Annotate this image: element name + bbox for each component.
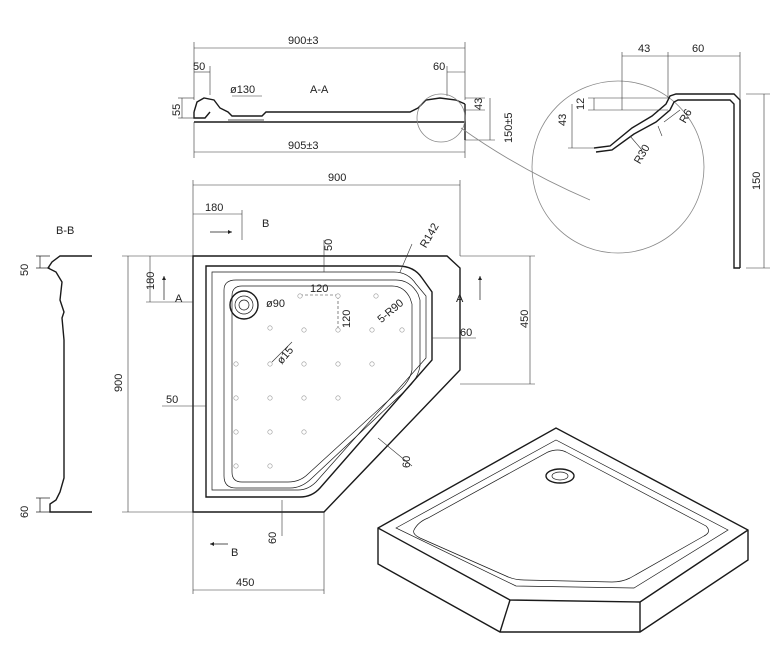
drain-inner (234, 295, 254, 315)
detail-dim-43: 43 (638, 43, 650, 55)
section-b-marker-bottom: B (231, 547, 238, 559)
plan-spacing-h: 120 (310, 283, 328, 295)
iso-outline (377, 427, 749, 633)
dim-60-label: 60 (433, 61, 445, 73)
plan-right-rim: 60 (460, 327, 472, 339)
dim-150-label: 150±5 (503, 112, 515, 143)
bb-profile (46, 255, 92, 513)
hole (267, 463, 273, 469)
hole (335, 293, 341, 299)
hole (267, 325, 273, 331)
hole-grid (233, 293, 405, 469)
detail-radius-30: R30 (632, 143, 652, 166)
plan-rim-top: 50 (323, 239, 335, 251)
bb-dim-50: 50 (19, 264, 31, 276)
hole (233, 463, 239, 469)
hole (301, 327, 307, 333)
iso-corner-left (499, 599, 511, 633)
plan-dim-180-left: 180 (145, 272, 157, 290)
hole (233, 395, 239, 401)
hole (297, 293, 303, 299)
iso-basin (413, 449, 709, 583)
plan-hole-label: ø15 (275, 344, 296, 366)
hole (373, 293, 379, 299)
hole (369, 327, 375, 333)
hole (399, 327, 405, 333)
dim-drain-label: ø130 (230, 84, 255, 96)
plan-rim-left: 50 (166, 394, 178, 406)
hole (369, 361, 375, 367)
hole (267, 429, 273, 435)
detail-leader (460, 127, 591, 201)
section-a-marker-left: A (175, 293, 183, 305)
tray-rim-outer (205, 265, 433, 498)
detail-radius-6: R6 (677, 107, 694, 125)
hole (335, 361, 341, 367)
isometric-view (377, 427, 749, 633)
dim-50-label: 50 (193, 61, 205, 73)
drain-core (238, 299, 250, 311)
tray-rim-inner (211, 271, 427, 491)
detail-view: 43 60 12 43 R6 R30 150 (531, 43, 770, 269)
iso-rim (395, 439, 729, 589)
bb-dim-60: 60 (19, 506, 31, 518)
plan-spacing-v: 120 (341, 310, 353, 328)
detail-circle (531, 80, 705, 254)
basin-outline-outer (223, 279, 421, 489)
basin-outline (231, 285, 413, 483)
hole (267, 361, 273, 367)
iso-top-edge (377, 527, 749, 603)
detail-marker-circle (416, 93, 466, 143)
hole (335, 327, 341, 333)
detail-dim-43-vertical: 43 (557, 114, 569, 126)
section-b-marker-top: B (262, 218, 269, 230)
detail-profile-outer (593, 93, 741, 268)
dim-905-label: 905±3 (288, 140, 319, 152)
hole (233, 361, 239, 367)
plan-height-label: 900 (113, 374, 125, 392)
section-a-marker-right: A (456, 293, 464, 305)
plan-radius-90: 5-R90 (375, 297, 406, 325)
plan-radius-142: R142 (418, 221, 442, 250)
detail-dim-12: 12 (575, 98, 587, 110)
section-bb: B-B 50 60 (19, 225, 92, 518)
hole (301, 429, 307, 435)
iso-drain-inner (551, 471, 569, 481)
hole (301, 395, 307, 401)
detail-dim-60: 60 (692, 43, 704, 55)
iso-drain (545, 468, 575, 484)
section-aa-label: A-A (310, 84, 329, 96)
plan-view: 900 180 B ø90 50 R142 120 120 5-R90 (113, 172, 535, 594)
plan-right-height: 450 (519, 310, 531, 328)
drain-label: ø90 (266, 298, 285, 310)
section-aa: 900±3 50 60 ø130 A-A 55 43 150±5 905± (171, 35, 591, 201)
aa-profile-left-foot (193, 111, 211, 119)
hole (301, 361, 307, 367)
dim-43-label: 43 (473, 98, 485, 110)
section-bb-label: B-B (56, 225, 74, 237)
hole (335, 395, 341, 401)
hole (233, 429, 239, 435)
hole (267, 395, 273, 401)
plan-bottom-rim: 60 (267, 532, 279, 544)
plan-width-label: 900 (328, 172, 346, 184)
plan-diag-rim: 60 (401, 456, 413, 468)
plan-dim-180-top: 180 (205, 202, 223, 214)
dim-55-label: 55 (171, 104, 183, 116)
detail-dim-150: 150 (751, 172, 763, 190)
aa-profile-top (193, 97, 466, 117)
dim-900-label: 900±3 (288, 35, 319, 47)
plan-bottom-width: 450 (236, 577, 254, 589)
detail-profile-inner (595, 99, 740, 269)
drain-outer (229, 290, 259, 320)
